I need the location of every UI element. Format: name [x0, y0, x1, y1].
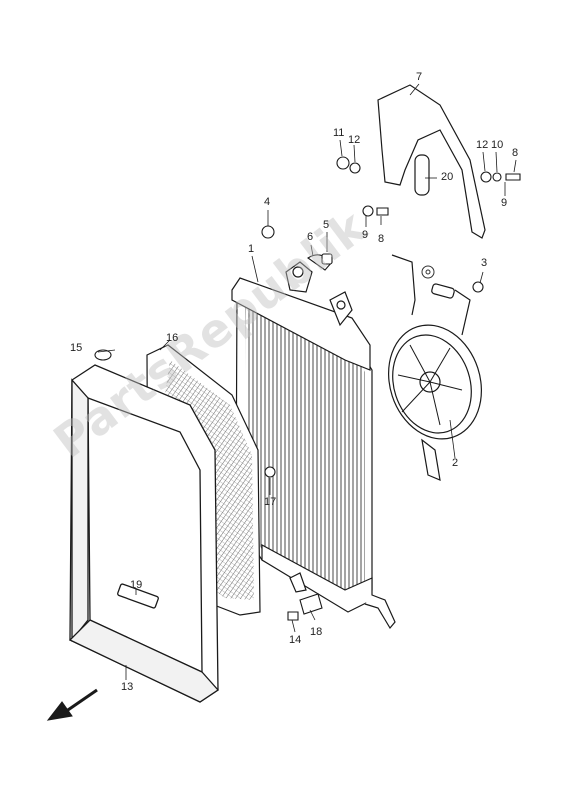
callout-20: 20 [441, 171, 454, 183]
callout-7: 7 [416, 71, 423, 83]
callout-13: 13 [121, 681, 134, 693]
gear-icon [421, 265, 435, 279]
callout-15: 15 [70, 342, 83, 354]
callout-1: 1 [248, 243, 255, 255]
callout-18: 18 [310, 626, 323, 638]
fasteners [94, 156, 521, 621]
callout-8-lower: 8 [378, 233, 385, 245]
leader-lines [97, 83, 517, 680]
callout-11: 11 [333, 127, 345, 139]
callout-17: 17 [264, 496, 277, 508]
callout-6: 6 [307, 231, 314, 243]
callout-10: 10 [491, 139, 504, 151]
callout-9-upper: 9 [501, 197, 508, 209]
callout-8-upper: 8 [512, 147, 519, 159]
callout-2: 2 [452, 457, 459, 469]
radiator [231, 261, 396, 630]
direction-arrow-icon [46, 688, 98, 721]
callout-16: 16 [166, 332, 179, 344]
radiator-cover-frame [68, 364, 219, 703]
callout-3: 3 [481, 257, 488, 269]
callout-19: 19 [130, 579, 143, 591]
fan-assembly [388, 254, 482, 481]
callout-5: 5 [323, 219, 330, 231]
callout-14: 14 [289, 634, 302, 646]
callout-12-left: 12 [348, 134, 361, 146]
fan-cover-guard [377, 84, 486, 239]
callout-12-right: 12 [476, 139, 489, 151]
callout-4: 4 [264, 196, 271, 208]
callout-9-lower: 9 [362, 229, 369, 241]
